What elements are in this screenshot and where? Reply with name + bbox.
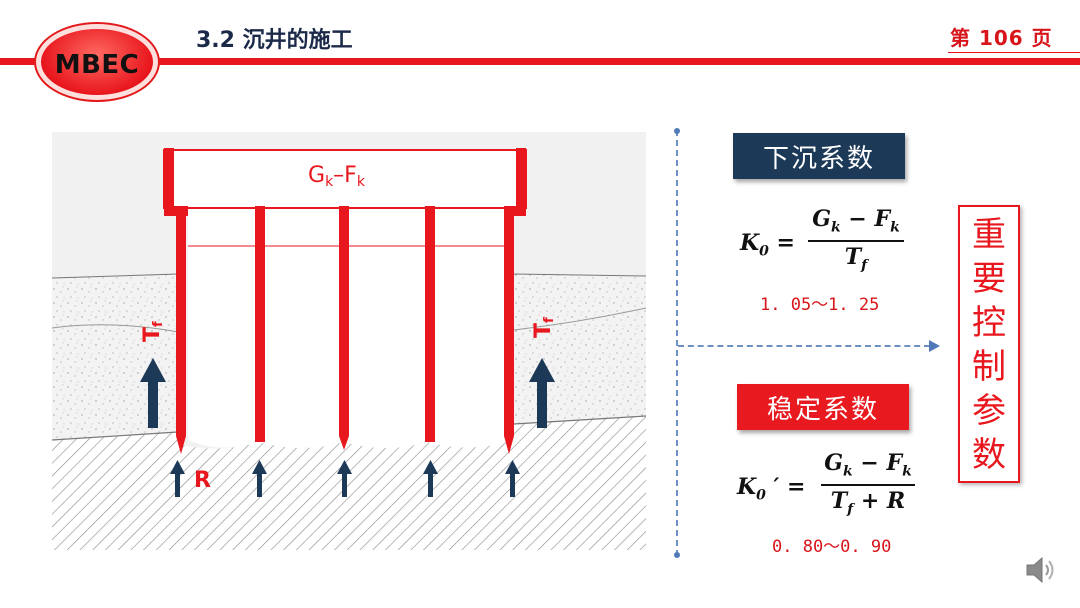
connector-dashed-horizontal: [678, 345, 930, 347]
stability-numerator: Gk − Fk: [824, 450, 912, 480]
subsidence-denominator: Tf: [844, 244, 868, 274]
subsidence-formula: K0 = Gk − Fk Tf: [740, 206, 940, 276]
page-number-underline: [948, 52, 1080, 53]
partition-wall-2: [339, 206, 349, 450]
connector-arrow-icon: [929, 340, 940, 352]
reaction-arrow-3: [337, 460, 352, 497]
stability-denominator: Tf + R: [830, 488, 906, 518]
connector-dot-top: [674, 128, 680, 134]
caisson-diagram: Gk–Fk Tf Tf: [51, 132, 647, 550]
friction-label-right: Tf: [531, 317, 557, 338]
reaction-label: R: [194, 468, 211, 493]
connector-dot-bottom: [674, 552, 680, 558]
reaction-arrow-5: [505, 460, 520, 497]
reaction-arrow-2: [252, 460, 267, 497]
subsidence-coefficient-title: 下沉系数: [733, 133, 905, 179]
key-char-3: 控: [972, 303, 1006, 343]
soil-hatched-left: [52, 432, 178, 550]
key-control-parameters-box: 重 要 控 制 参 数: [958, 205, 1020, 483]
connector-dashed-vertical: [676, 130, 678, 556]
reaction-arrow-4: [423, 460, 438, 497]
partition-wall-3: [425, 206, 435, 442]
soil-hatched-right: [514, 416, 646, 550]
caisson-diagram-svg: Gk–Fk Tf Tf: [51, 132, 647, 550]
logo-text: MBEC: [54, 50, 140, 80]
key-char-2: 要: [972, 259, 1006, 299]
stability-range: 0. 80～0. 90: [772, 537, 892, 557]
page-number: 第 106 页: [950, 26, 1053, 50]
friction-arrow-left: [140, 358, 166, 428]
caisson-wall-left: [176, 212, 186, 454]
speaker-icon[interactable]: [1024, 553, 1062, 587]
caisson-cap: [163, 149, 527, 209]
subsidence-range: 1. 05～1. 25: [760, 295, 880, 315]
caisson-wall-right: [504, 212, 514, 454]
key-char-6: 数: [972, 435, 1006, 475]
stability-coefficient-title: 稳定系数: [737, 384, 909, 430]
stability-formula: K0 ′ = Gk − Fk Tf + R: [737, 450, 947, 522]
key-char-4: 制: [972, 347, 1006, 387]
friction-arrow-right: [529, 358, 555, 428]
section-title: 3.2 沉井的施工: [196, 28, 353, 53]
soil-sand-right: [514, 274, 646, 432]
load-label: Gk–Fk: [308, 163, 366, 190]
key-char-1: 重: [972, 215, 1006, 255]
subsidence-numerator: Gk − Fk: [812, 206, 900, 236]
header-red-bar: [0, 58, 1080, 65]
reaction-arrow-1: [170, 460, 185, 497]
mbec-logo: MBEC: [34, 22, 160, 102]
friction-label-left: Tf: [140, 321, 166, 342]
soil-sand-left: [52, 274, 178, 442]
key-char-5: 参: [972, 391, 1006, 431]
partition-wall-1: [255, 206, 265, 442]
